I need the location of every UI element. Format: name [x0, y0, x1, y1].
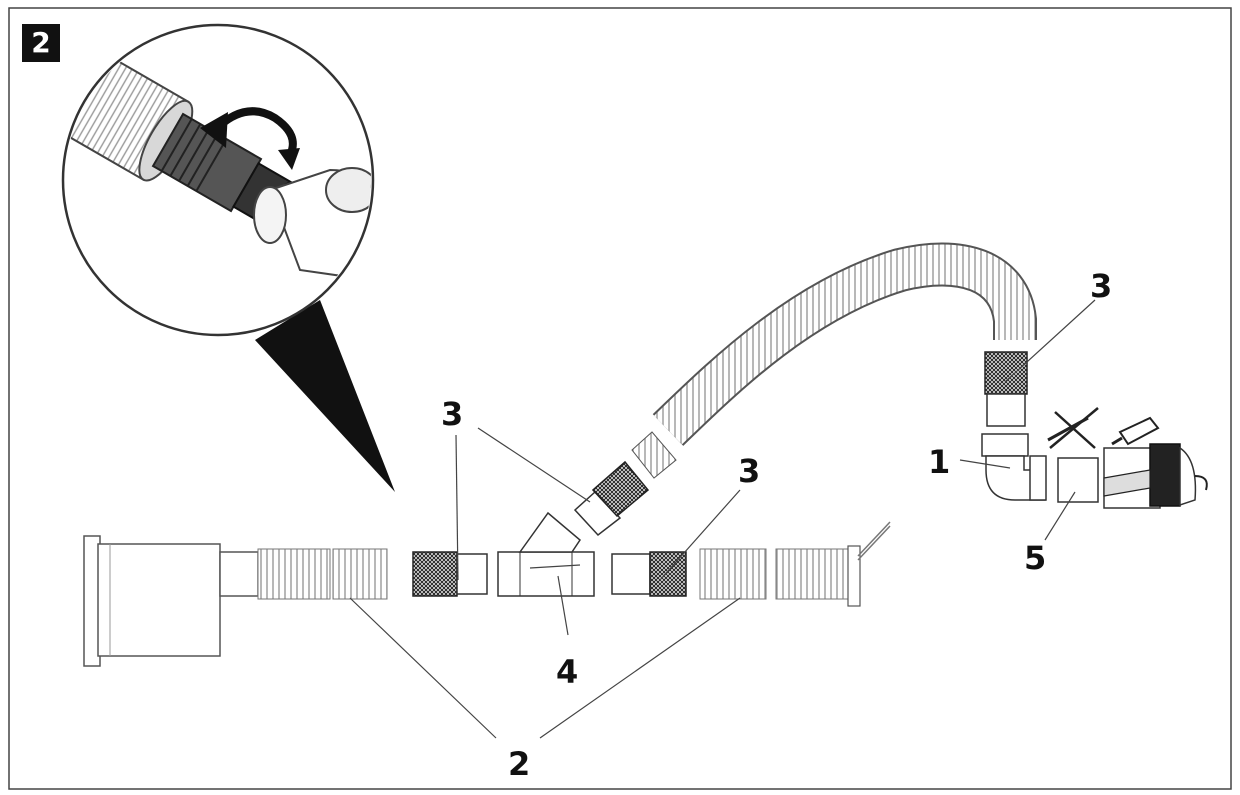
- callout-5: 5: [1024, 539, 1047, 577]
- callout-2: 2: [508, 745, 531, 783]
- no-tools-icon: [1047, 407, 1099, 449]
- pump-unit: [1103, 443, 1208, 509]
- threaded-connector-right: [611, 551, 687, 597]
- outer-border: [8, 7, 1232, 790]
- magnifier-pointer: [255, 300, 395, 492]
- callout-3-middle: 3: [738, 452, 761, 490]
- angled-connector: [573, 431, 677, 537]
- leader-lines: [349, 299, 1096, 739]
- right-hose-segment: [699, 521, 891, 607]
- left-hose-segment: [257, 548, 388, 600]
- sealant-tube-icon: [1111, 416, 1160, 446]
- adapter-5: [1057, 457, 1099, 503]
- callout-3-left: 3: [441, 395, 464, 433]
- callout-1: 1: [928, 443, 951, 481]
- y-connector: [497, 511, 595, 597]
- elbow-fitting: [981, 433, 1047, 501]
- callout-3-top-right: 3: [1090, 267, 1113, 305]
- detail-magnifier: [61, 23, 395, 492]
- callout-4: 4: [556, 653, 579, 691]
- pool-inlet-box: [83, 535, 259, 667]
- threaded-connector-vertical: [984, 351, 1028, 427]
- threaded-connector-left: [412, 551, 488, 597]
- step-number-badge: 2: [22, 24, 60, 62]
